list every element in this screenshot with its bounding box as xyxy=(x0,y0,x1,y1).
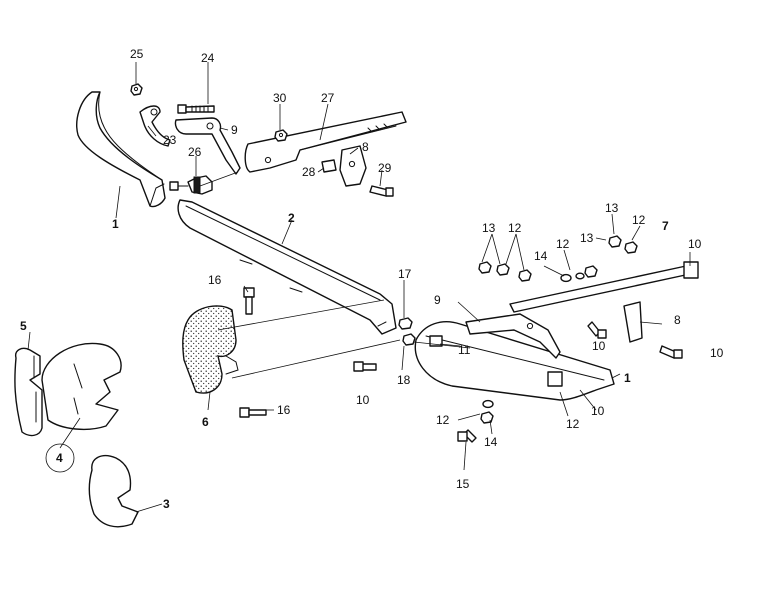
bolt-16-upper xyxy=(243,287,255,315)
callout-2: 2 xyxy=(288,211,295,225)
callout-27: 27 xyxy=(321,91,335,105)
callout-1-right: 1 xyxy=(624,371,631,385)
callout-12-c: 12 xyxy=(632,213,646,227)
callout-17: 17 xyxy=(398,267,412,281)
callout-4: 4 xyxy=(56,451,63,465)
callouts: 25 24 23 9 26 30 27 8 28 29 1 2 16 17 5 … xyxy=(20,47,724,511)
callout-10-right-a: 10 xyxy=(592,339,606,353)
callout-9-upper: 9 xyxy=(231,123,238,137)
bracket-27 xyxy=(244,111,407,173)
callout-6: 6 xyxy=(202,415,209,429)
guard-3 xyxy=(88,454,139,528)
callout-8-lower: 8 xyxy=(674,313,681,327)
guard-5 xyxy=(14,347,43,437)
bracket-9-lower xyxy=(465,313,561,359)
callout-10-top: 10 xyxy=(688,237,702,251)
callout-26: 26 xyxy=(188,145,202,159)
nut-30 xyxy=(274,129,288,142)
callout-10-mid: 10 xyxy=(356,393,370,407)
callout-28: 28 xyxy=(302,165,316,179)
callout-12-a: 12 xyxy=(508,221,522,235)
callout-13-b: 13 xyxy=(580,231,594,245)
bolts-10 xyxy=(353,321,683,443)
callout-29: 29 xyxy=(378,161,392,175)
bracket-23 xyxy=(139,105,171,147)
callout-25: 25 xyxy=(130,47,144,61)
callout-13-a: 13 xyxy=(482,221,496,235)
callout-16-upper: 16 xyxy=(208,273,222,287)
callout-7: 7 xyxy=(662,219,669,233)
bolt-16-lower xyxy=(239,407,267,418)
bracket-8-lower xyxy=(623,301,643,343)
callout-15: 15 xyxy=(456,477,470,491)
callout-12-b: 12 xyxy=(556,237,570,251)
callout-11: 11 xyxy=(458,343,471,357)
callout-9-lower: 9 xyxy=(434,293,441,307)
overrider-6 xyxy=(182,305,239,394)
left-bumper-end xyxy=(76,91,166,208)
callout-3: 3 xyxy=(163,497,170,511)
callout-18: 18 xyxy=(397,373,411,387)
callout-4-circle xyxy=(45,443,75,473)
leader-lines xyxy=(27,62,691,513)
sleeve-28 xyxy=(321,159,337,173)
callout-10-right-b: 10 xyxy=(710,346,724,360)
callout-8-upper: 8 xyxy=(362,140,369,154)
bracket-8-upper xyxy=(339,145,367,187)
callout-12-e: 12 xyxy=(566,417,580,431)
callout-23: 23 xyxy=(163,133,177,147)
bracket-7 xyxy=(509,261,699,313)
right-bumper-end xyxy=(414,321,615,401)
callout-5: 5 xyxy=(20,319,27,333)
alignment-lines xyxy=(199,171,471,379)
callout-24: 24 xyxy=(201,51,215,65)
bolt-29 xyxy=(369,185,394,197)
callout-14-a: 14 xyxy=(534,249,548,263)
rubber-mount-26 xyxy=(169,175,213,195)
bracket-9-upper xyxy=(174,117,241,175)
callout-30: 30 xyxy=(273,91,287,105)
callout-12-d: 12 xyxy=(436,413,450,427)
guard-4 xyxy=(41,342,122,431)
callout-14-b: 14 xyxy=(484,435,498,449)
bumper-bar-2 xyxy=(177,199,397,335)
callout-13-c: 13 xyxy=(605,201,619,215)
callout-1-left: 1 xyxy=(112,217,119,231)
bolt-24 xyxy=(177,104,215,114)
nut-25 xyxy=(130,83,143,96)
nuts-right xyxy=(398,235,638,424)
callout-10-bottom: 10 xyxy=(591,404,605,418)
callout-16-lower: 16 xyxy=(277,403,291,417)
